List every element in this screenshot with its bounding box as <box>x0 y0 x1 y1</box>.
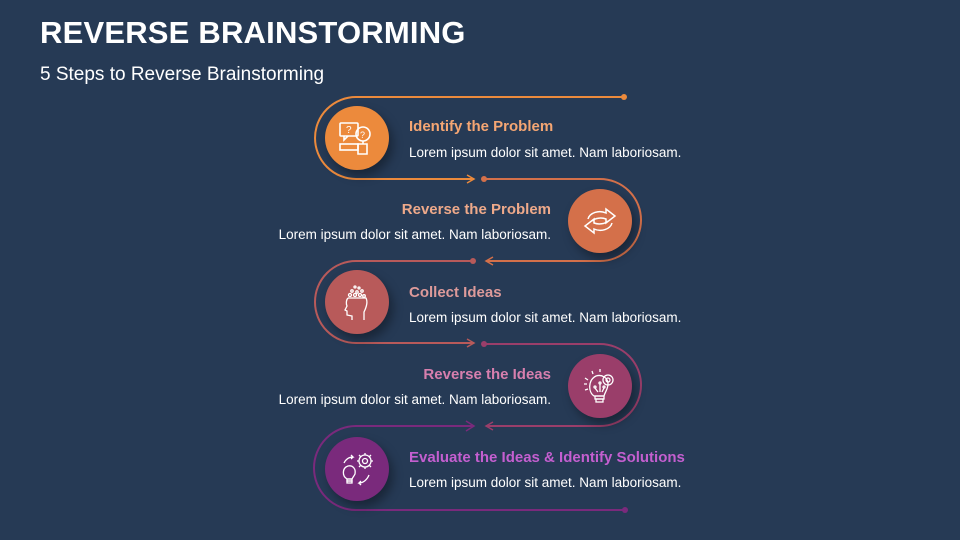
head-ideas-icon <box>344 285 368 320</box>
step-5-title: Evaluate the Ideas & Identify Solutions <box>409 449 685 466</box>
bulb-cycle-gear-icon <box>342 453 373 486</box>
step-3-icon-circle <box>325 270 389 334</box>
step-4-title: Reverse the Ideas <box>423 366 551 383</box>
step-2-title: Reverse the Problem <box>401 201 551 218</box>
step-3-description: Lorem ipsum dolor sit amet. Nam laborios… <box>409 310 682 325</box>
bulb-gear-icon <box>584 369 614 403</box>
step-3-title: Collect Ideas <box>409 284 502 301</box>
step-2-description: Lorem ipsum dolor sit amet. Nam laborios… <box>278 227 551 242</box>
page-title: REVERSE BRAINSTORMING <box>40 15 466 50</box>
reverse-arrows-icon <box>583 207 617 235</box>
step-5-description: Lorem ipsum dolor sit amet. Nam laborios… <box>409 475 682 490</box>
step-1-description: Lorem ipsum dolor sit amet. Nam laborios… <box>409 145 682 160</box>
question-magnifier-icon: ? ? <box>339 122 371 155</box>
svg-text:?: ? <box>346 125 352 136</box>
step-2-icon-circle <box>568 189 632 253</box>
page-subtitle: 5 Steps to Reverse Brainstorming <box>40 64 325 85</box>
step-1-icon-circle: ? ? <box>325 106 389 170</box>
step-1-title: Identify the Problem <box>409 118 554 135</box>
step-5-icon-circle <box>325 437 389 501</box>
step-4-description: Lorem ipsum dolor sit amet. Nam laborios… <box>278 392 551 407</box>
step-4-icon-circle <box>568 354 632 418</box>
svg-text:?: ? <box>360 130 365 140</box>
